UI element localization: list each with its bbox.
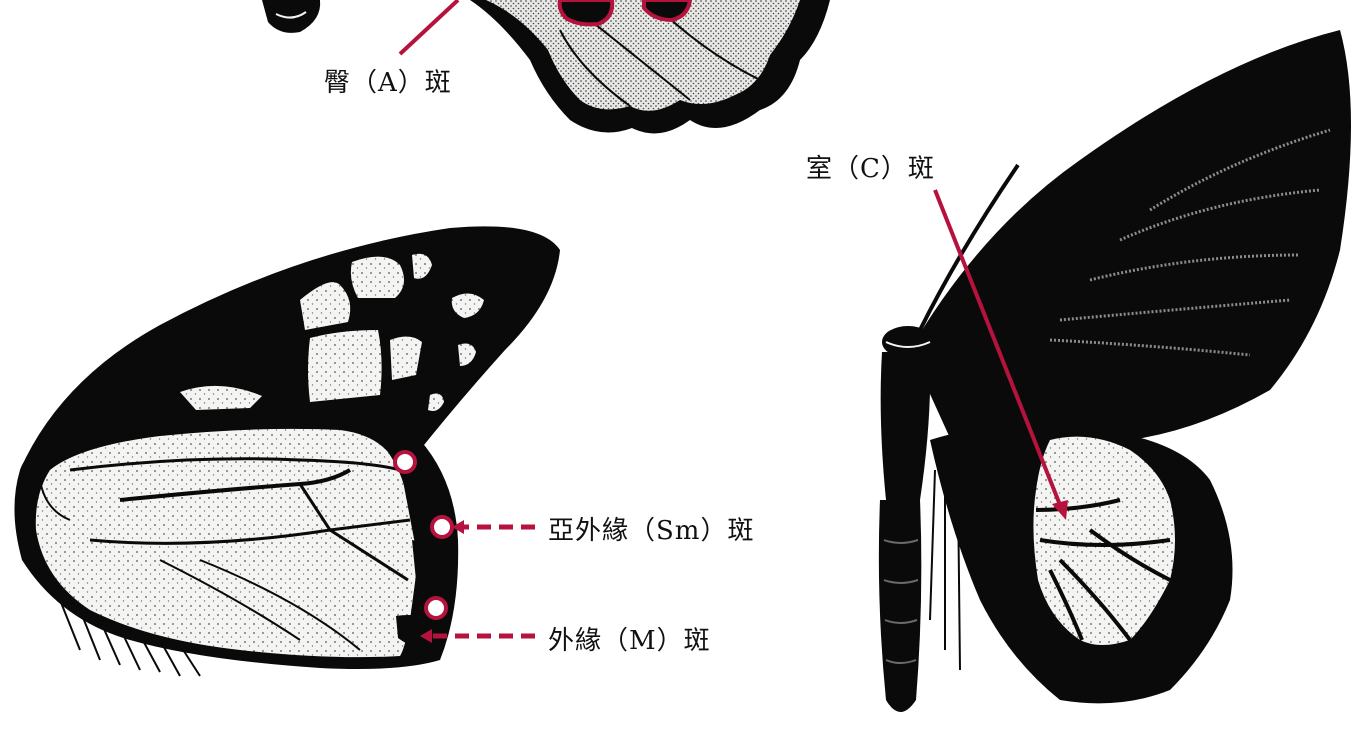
anal-pointer-line: [400, 0, 458, 54]
right-butterfly-figure: [879, 30, 1351, 712]
marginal-spot-label: 外緣（M）斑: [548, 620, 711, 657]
thorax: [881, 352, 931, 510]
abdomen: [879, 500, 921, 712]
forewing-patch-5: [308, 330, 382, 402]
forewing-patch-2: [351, 257, 404, 298]
right-forewing: [910, 30, 1351, 460]
submarginal-spot-label: 亞外緣（Sm）斑: [548, 510, 754, 547]
left-butterfly-figure: [14, 226, 560, 676]
cell-spot-label: 室（C）斑: [806, 148, 935, 185]
top-abdomen-tip: [262, 0, 320, 33]
submarginal-spot-upper: [395, 452, 415, 472]
marginal-spot: [426, 598, 446, 618]
anal-spot-label: 臀（A）斑: [324, 62, 452, 99]
submarginal-spot: [432, 517, 452, 537]
top-anal-spot-1: [560, 0, 613, 24]
